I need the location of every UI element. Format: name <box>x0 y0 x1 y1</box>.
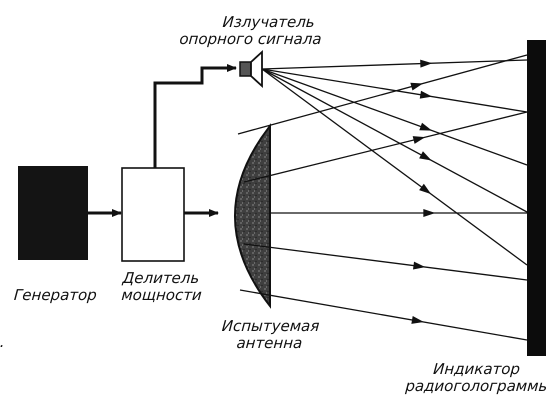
antenna-ray-5-arrowhead <box>411 316 424 324</box>
emitter-label-line1: Излучатель <box>222 13 316 31</box>
antenna-label-line1: Испытуемая <box>221 317 321 335</box>
ray-group <box>237 54 528 341</box>
generator-block <box>18 166 88 260</box>
emitter-label-line2: опорного сигнала <box>178 30 323 48</box>
reference-emitter-horn <box>239 49 263 89</box>
emitter-ray-5 <box>261 68 528 266</box>
antenna-ray-2-arrowhead <box>412 136 426 144</box>
indicator-label-line2: радиоголограммы <box>404 377 546 395</box>
emitter-ray-2 <box>261 68 528 113</box>
antenna-ray-1-arrowhead <box>410 82 423 91</box>
antenna-ray-2 <box>243 111 528 183</box>
emitter-ray-1-arrowhead <box>420 59 433 68</box>
emitter-ray-3-arrowhead <box>419 122 432 131</box>
emitter-ray-2-arrowhead <box>419 90 433 99</box>
antenna-label: Испытуемая антенна <box>213 317 327 352</box>
hologram-indicator-screen <box>527 40 546 356</box>
generator-label: Генератор <box>13 286 98 304</box>
antenna-ray-5 <box>239 289 528 341</box>
power-divider-block <box>121 167 185 262</box>
indicator-label-line1: Индикатор <box>432 360 521 378</box>
antenna-ray-4-arrowhead <box>413 261 426 270</box>
emitter-ray-3 <box>261 68 528 166</box>
divider-label-line1: Делитель <box>122 269 200 287</box>
antenna-ray-4 <box>243 243 528 281</box>
antenna-label-line2: антенна <box>235 334 303 352</box>
emitter-ray-5-arrowhead <box>419 183 432 195</box>
antenna-ray-1 <box>237 54 528 135</box>
emitter-ray-4-arrowhead <box>419 151 432 161</box>
divider-label: Делитель мощности <box>120 269 204 304</box>
emitter-ray-1 <box>261 59 528 70</box>
divider-to-emitter-feed <box>153 64 237 168</box>
test-antenna-lens <box>234 123 271 309</box>
divider-label-line2: мощности <box>120 286 203 304</box>
indicator-label: Индикатор радиоголограммы <box>404 360 546 395</box>
emitter-ray-4 <box>261 68 528 213</box>
emitter-label: Излучатель опорного сигнала <box>179 13 341 48</box>
antenna-ray-3-arrowhead <box>423 209 436 217</box>
